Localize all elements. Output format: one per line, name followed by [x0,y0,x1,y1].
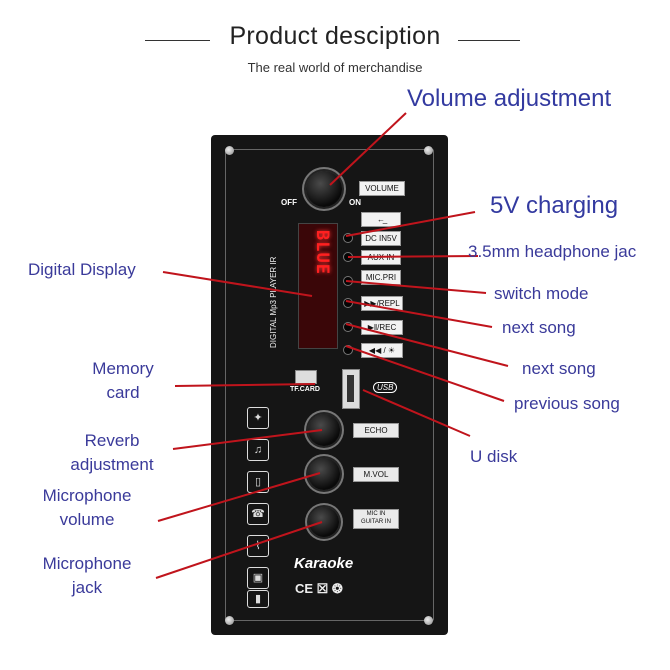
music-file-icon: ♫ [247,439,269,461]
bluetooth-icon: ✦ [247,407,269,429]
tablet-icon: ▯ [247,471,269,493]
label-mic-volume-line2: volume [59,510,115,529]
label-5v-charging: 5V charging [490,192,619,219]
title-rule-right [458,40,520,41]
volume-tag: VOLUME [359,181,405,196]
leader-charging [345,211,476,237]
leader-reverb [172,429,323,450]
label-volume-adjustment: Volume adjustment [407,85,612,112]
mvol-tag: M.VOL [353,467,399,482]
usb-logo: USB [373,382,398,393]
next-button[interactable] [344,299,352,307]
charging-port[interactable] [344,234,352,242]
leader-next-2 [345,323,509,367]
leader-previous [345,345,505,402]
leader-mic-jack [155,521,323,579]
label-memory-card: Memory card [78,357,168,405]
echo-knob[interactable] [308,414,340,446]
leader-mic-volume [157,472,321,522]
phone-icon: ☎ [247,503,269,525]
mic-guitar-tag: MIC IN GUITAR IN [353,509,399,529]
label-digital-display: Digital Display [28,260,136,279]
label-u-disk: U disk [470,447,518,466]
aux-arrow-tag: ←̲ [361,212,401,227]
label-next-song-2: next song [522,359,596,378]
label-memory-line1: Memory [92,359,154,378]
screw [424,616,433,625]
leader-volume [329,112,407,186]
label-reverb-line2: adjustment [70,455,154,474]
off-label: OFF [281,198,297,207]
volume-knob[interactable] [306,171,342,207]
screw [225,146,234,155]
title-rule-left [145,40,210,41]
brand-logo: Karaoke [294,555,354,572]
label-mic-volume: Microphone volume [28,484,146,532]
mic-in-label: MIC IN [366,511,386,517]
prev-button[interactable] [344,346,352,354]
tf-card-label: TF.CARD [290,386,320,393]
label-mic-jack-line1: Microphone [42,554,132,573]
page-title: Product desciption [229,22,441,50]
dc-in-tag: DC IN5V [361,231,401,246]
leader-switch-mode [345,280,487,294]
leader-headphone [347,255,479,258]
label-memory-line2: card [106,383,140,402]
label-reverb-line1: Reverb [84,431,140,450]
mic-jack[interactable] [309,507,339,537]
battery-icon: ▮ [247,590,269,608]
page-subtitle: The real world of merchandise [247,60,423,75]
label-previous-song: previous song [514,394,620,413]
label-mic-volume-line1: Microphone [42,486,132,505]
display-readout: BLUE [312,230,332,275]
usb-port[interactable] [342,369,360,409]
leader-memory [174,383,316,387]
rec-button[interactable] [344,323,352,331]
label-reverb-adjustment: Reverb adjustment [52,429,172,477]
certification-marks: CE ☒ ❂ [295,581,343,596]
label-mic-jack: Microphone jack [28,552,146,600]
label-switch-mode: switch mode [494,284,589,303]
leader-next-1 [345,300,493,328]
on-label: ON [349,198,361,207]
label-mic-jack-line2: jack [71,578,103,597]
leader-display [162,271,313,297]
repl-tag: ▶▶/REPL [361,296,403,311]
speaker-icon: ▣ [247,567,269,589]
microphone-icon: ⌇ [247,535,269,557]
screw [225,616,234,625]
leader-udisk [362,389,471,437]
screw [424,146,433,155]
digital-display: BLUE [298,223,338,349]
guitar-in-label: GUITAR IN [361,519,391,525]
label-headphone: 3.5mm headphone jac [468,242,637,261]
echo-tag: ECHO [353,423,399,438]
label-next-song-1: next song [502,318,576,337]
